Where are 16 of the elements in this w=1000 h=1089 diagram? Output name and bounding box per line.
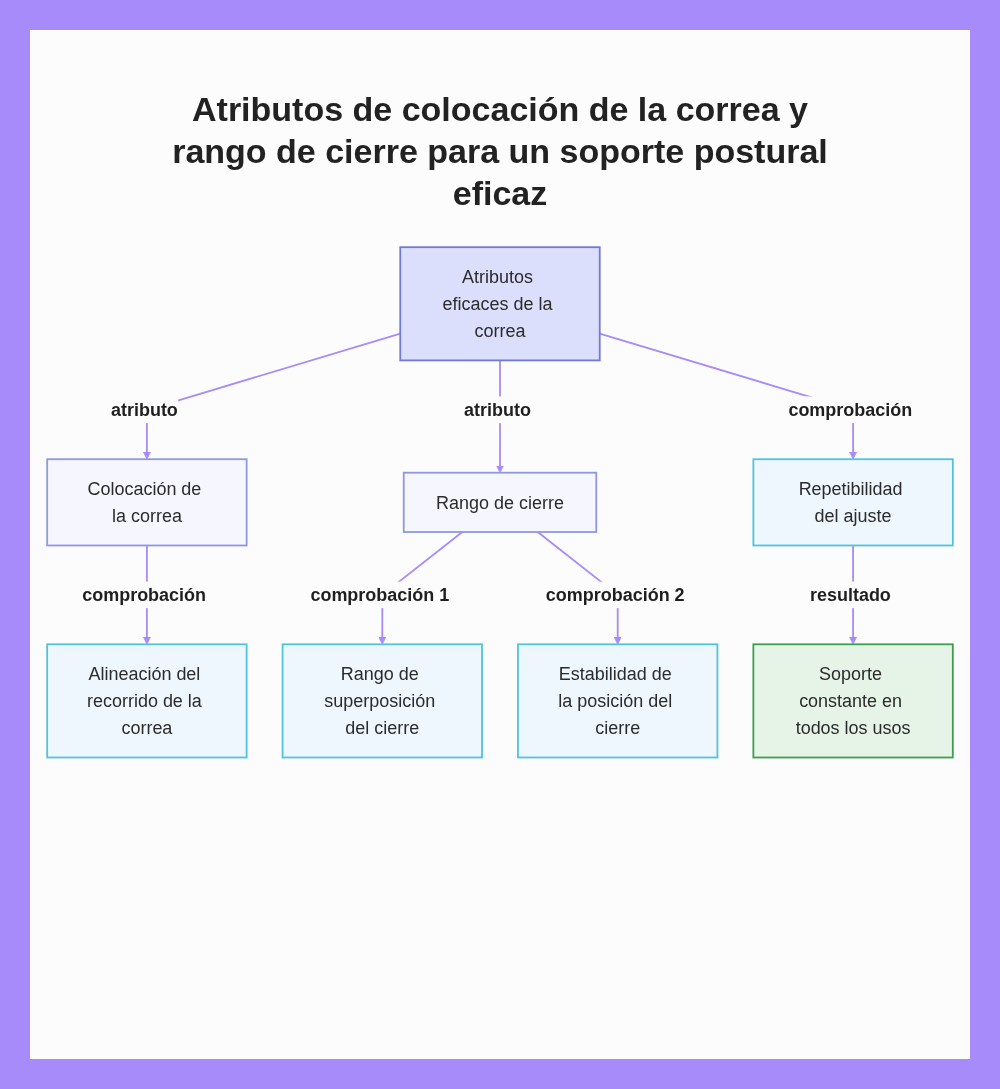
node-box: Rango de superposición del cierre: [281, 643, 483, 759]
edge-label: comprobación: [788, 399, 913, 420]
edge-label: comprobación 1: [310, 585, 450, 605]
diagram-title: Atributos de colocación de la correa y rango de cierre para un soporte postural eficaz: [171, 89, 829, 214]
node-box: Rango de cierre: [402, 471, 598, 533]
node-box: Estabilidad de la posición del cierre: [517, 643, 719, 759]
edge-label: atributo: [110, 399, 178, 420]
node-box: Soporte constante en todos los usos: [752, 643, 954, 759]
edge-label: comprobación: [82, 585, 207, 605]
node-box: Colocación de la correa: [46, 458, 248, 547]
node-box: Atributos eficaces de la correa: [399, 246, 601, 362]
node-box: Alineación del recorrido de la correa: [46, 643, 248, 759]
edge-label: resultado: [809, 585, 891, 605]
node-box: Repetibilidad del ajuste: [752, 458, 954, 547]
edge-label: atributo: [464, 399, 531, 420]
edge-label: comprobación 2: [545, 585, 685, 605]
